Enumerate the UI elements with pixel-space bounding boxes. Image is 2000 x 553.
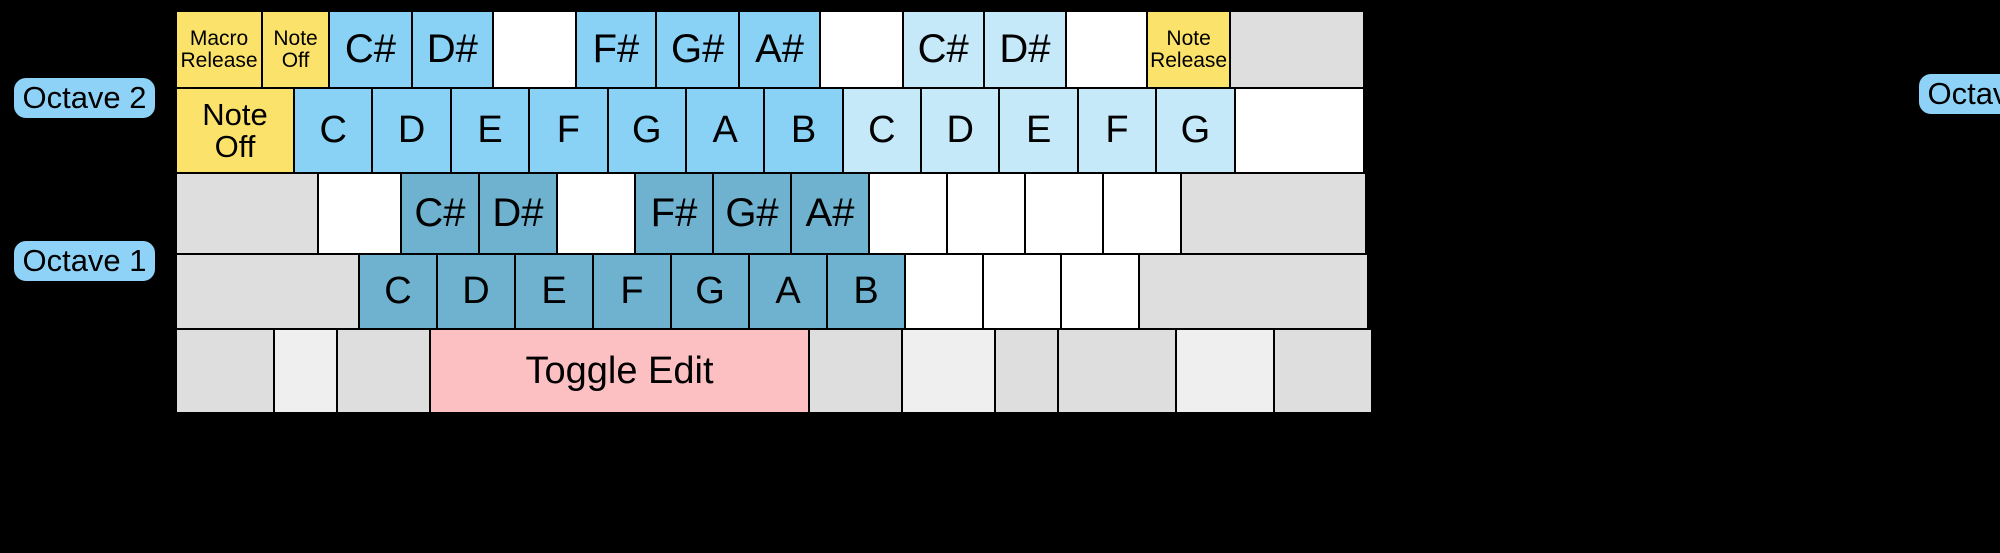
key-qwerty-row-4-f[interactable]: F [528, 87, 609, 174]
key-number-row-7-asharp[interactable]: A# [738, 10, 821, 89]
key-number-row-4-blank [491, 10, 577, 89]
octave-3-label: Octave 3 [1917, 72, 2000, 116]
key-qwerty-row-3-e[interactable]: E [449, 87, 531, 174]
key-zxcv-row-8-blank [904, 253, 984, 330]
keyboard-row-asdf-row: C#D# F#G#A# [175, 172, 1391, 255]
keyboard-row-space-row: Toggle Edit [175, 328, 1391, 414]
key-qwerty-row-2-d[interactable]: D [371, 87, 452, 174]
octave-1-label: Octave 1 [12, 239, 157, 283]
key-qwerty-row-6-a[interactable]: A [684, 87, 766, 174]
key-space-row-6-blank [994, 328, 1059, 414]
key-qwerty-row-7-b[interactable]: B [763, 87, 844, 174]
key-number-row-9-csharp[interactable]: C# [901, 10, 985, 89]
key-space-row-3-toggle edit[interactable]: Toggle Edit [429, 328, 810, 414]
key-zxcv-row-3-e[interactable]: E [514, 253, 594, 330]
key-space-row-1-blank [273, 328, 338, 414]
key-zxcv-row-2-d[interactable]: D [436, 253, 516, 330]
key-zxcv-row-0-blank [175, 253, 360, 330]
key-qwerty-row-5-g[interactable]: G [606, 87, 687, 174]
key-qwerty-row-9-d[interactable]: D [920, 87, 1001, 174]
octave-2-label: Octave 2 [12, 76, 157, 120]
key-space-row-8-blank [1174, 328, 1275, 414]
key-zxcv-row-6-a[interactable]: A [748, 253, 828, 330]
key-asdf-row-1-blank [317, 172, 402, 255]
key-number-row-8-blank [818, 10, 904, 89]
key-qwerty-row-8-c[interactable]: C [841, 87, 923, 174]
key-space-row-7-blank [1057, 328, 1177, 414]
key-zxcv-row-4-f[interactable]: F [592, 253, 672, 330]
key-number-row-6-gsharp[interactable]: G# [655, 10, 741, 89]
key-space-row-4-blank [808, 328, 903, 414]
key-zxcv-row-1-c[interactable]: C [358, 253, 438, 330]
key-space-row-9-blank [1272, 328, 1373, 414]
key-qwerty-row-13-blank [1233, 87, 1365, 174]
key-asdf-row-9-blank [946, 172, 1026, 255]
key-qwerty-row-10-e[interactable]: E [998, 87, 1079, 174]
key-number-row-12-note-release[interactable]: Note Release [1146, 10, 1232, 89]
key-space-row-0-blank [175, 328, 275, 414]
key-asdf-row-5-fsharp[interactable]: F# [634, 172, 714, 255]
key-asdf-row-4-blank [556, 172, 636, 255]
key-asdf-row-10-blank [1024, 172, 1104, 255]
key-zxcv-row-7-b[interactable]: B [826, 253, 906, 330]
key-zxcv-row-11-blank [1138, 253, 1369, 330]
key-number-row-5-fsharp[interactable]: F# [574, 10, 658, 89]
key-qwerty-row-12-g[interactable]: G [1155, 87, 1236, 174]
key-asdf-row-8-blank [868, 172, 948, 255]
key-number-row-11-blank [1065, 10, 1149, 89]
key-asdf-row-11-blank [1102, 172, 1182, 255]
key-number-row-1-note-off[interactable]: Note Off [261, 10, 331, 89]
key-space-row-2-blank [336, 328, 431, 414]
key-asdf-row-2-csharp[interactable]: C# [400, 172, 480, 255]
key-qwerty-row-11-f[interactable]: F [1076, 87, 1158, 174]
key-number-row-10-dsharp[interactable]: D# [982, 10, 1068, 89]
key-number-row-0-macro-release[interactable]: Macro Release [175, 10, 264, 89]
key-asdf-row-7-asharp[interactable]: A# [790, 172, 870, 255]
key-qwerty-row-0-note-off[interactable]: Note Off [175, 87, 296, 174]
key-asdf-row-12-blank [1180, 172, 1367, 255]
key-asdf-row-6-gsharp[interactable]: G# [712, 172, 792, 255]
key-number-row-13-blank [1229, 10, 1365, 89]
key-asdf-row-0-blank [175, 172, 319, 255]
key-number-row-2-csharp[interactable]: C# [328, 10, 413, 89]
key-zxcv-row-5-g[interactable]: G [670, 253, 750, 330]
key-qwerty-row-1-c[interactable]: C [293, 87, 374, 174]
key-asdf-row-3-dsharp[interactable]: D# [478, 172, 558, 255]
key-zxcv-row-9-blank [982, 253, 1062, 330]
key-zxcv-row-10-blank [1060, 253, 1140, 330]
key-number-row-3-dsharp[interactable]: D# [410, 10, 494, 89]
key-space-row-5-blank [901, 328, 996, 414]
